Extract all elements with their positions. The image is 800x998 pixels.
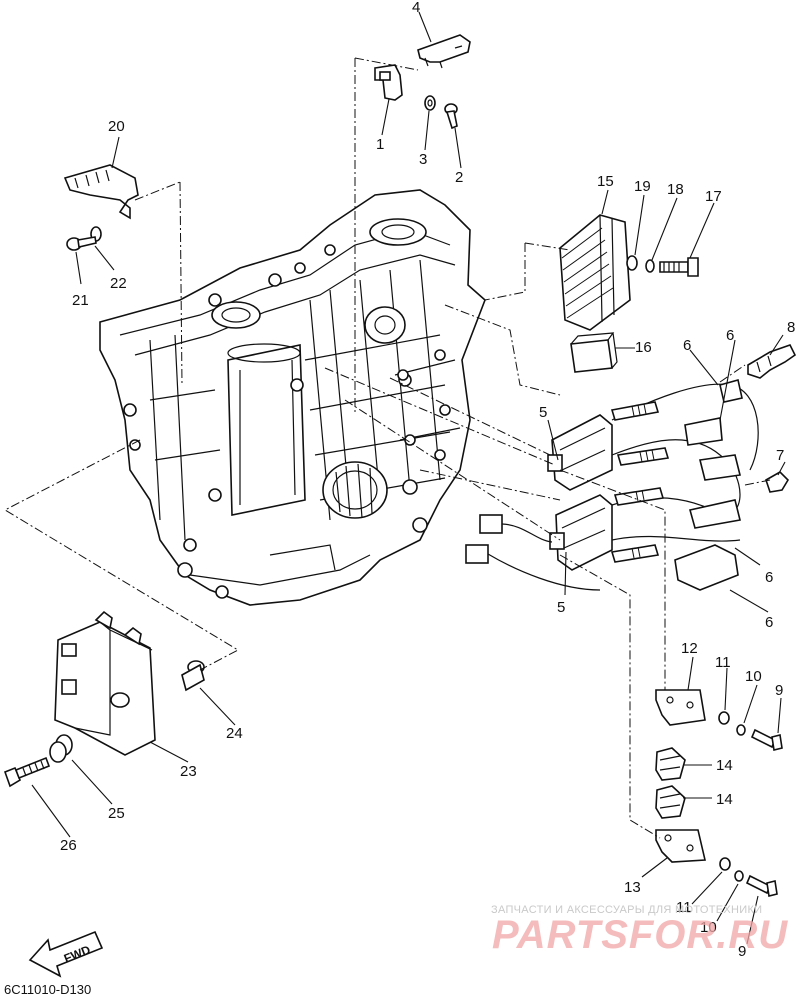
part-26-bolt [3, 756, 51, 788]
callout-labels: 4 1 3 2 20 22 21 15 19 18 17 16 5 5 6 6 … [60, 0, 795, 960]
callout-label: 1 [376, 136, 384, 153]
part-11-washer-lower [719, 857, 731, 871]
callout-label: 23 [180, 763, 197, 780]
part-14-holder-upper [655, 747, 686, 781]
callout-label: 9 [775, 682, 783, 699]
part-21-bolt [66, 236, 97, 251]
watermark-logo: PARTSFOR.RU [492, 913, 789, 957]
cylinder-block [99, 189, 486, 606]
callout-label: 8 [787, 319, 795, 336]
callout-label: 9 [738, 943, 746, 960]
part-16-cover [570, 332, 618, 373]
callout-label: 7 [776, 447, 784, 464]
part-10-washer-upper [736, 724, 746, 736]
part-6-spark-plug-leads [611, 379, 759, 591]
part-2-bolt [444, 103, 458, 130]
callout-label: 4 [412, 0, 420, 16]
callout-label: 6 [683, 337, 691, 354]
callout-label: 25 [108, 805, 125, 822]
part-19-washer [626, 255, 638, 271]
callout-label: 5 [539, 404, 547, 421]
callout-label: 17 [705, 188, 722, 205]
part-20-bracket-cover [63, 164, 139, 220]
part-14-holder-lower [655, 785, 686, 819]
part-1-clamp [374, 64, 403, 101]
callout-label: 6 [726, 327, 734, 344]
spark-plugs [610, 401, 670, 563]
callout-label: 11 [676, 899, 692, 916]
callout-label: 11 [715, 654, 731, 671]
watermark-caption: ЗАПЧАСТИ И АКСЕССУАРЫ ДЛЯ МОТОТЕХНИКИ [491, 904, 763, 916]
part-10-washer-lower [734, 870, 744, 882]
callout-label: 14 [716, 757, 733, 774]
callout-label: 10 [745, 668, 762, 685]
callout-label: 16 [635, 339, 652, 356]
coil-connectors [465, 514, 601, 591]
callout-label: 2 [455, 169, 463, 186]
part-8-clip [747, 344, 797, 379]
part-5-ignition-coil-upper [547, 414, 613, 491]
reference-lines [3, 57, 771, 839]
diagram-code: 6C11010-D130 [4, 982, 92, 997]
callout-label: 12 [681, 640, 698, 657]
callout-label: 6 [765, 569, 773, 586]
part-25-grommet [181, 660, 205, 692]
part-12-bracket [655, 689, 706, 726]
callout-label: 22 [110, 275, 127, 292]
callout-label: 24 [226, 725, 243, 742]
callout-label: 10 [700, 919, 717, 936]
part-18-washer [645, 259, 655, 273]
callout-label: 21 [72, 292, 89, 309]
part-7-clip [765, 471, 790, 493]
part-13-bracket [655, 829, 706, 863]
callout-label: 14 [716, 791, 733, 808]
part-5-ignition-coil-lower [549, 494, 613, 571]
callout-label: 19 [634, 178, 651, 195]
callout-label: 6 [765, 614, 773, 631]
callout-label: 15 [597, 173, 614, 190]
callout-label: 18 [667, 181, 684, 198]
part-11-washer-upper [718, 711, 730, 725]
part-3-washer [424, 95, 436, 111]
part-17-bolt [659, 257, 699, 277]
part-23-cdi-unit [54, 610, 156, 756]
callout-label: 3 [419, 151, 427, 168]
part-9-bolt-upper [750, 728, 783, 751]
part-24-grommet [49, 734, 73, 763]
part-4-connector-bracket [417, 34, 471, 69]
callout-label: 26 [60, 837, 77, 854]
part-15-rectifier-regulator [559, 214, 631, 331]
leader-lines [31, 11, 786, 945]
callout-label: 20 [108, 118, 125, 135]
part-9-bolt-lower [745, 874, 778, 897]
callout-label: 5 [557, 599, 565, 616]
callout-label: 13 [624, 879, 641, 896]
fwd-arrow-icon: FWD [28, 930, 104, 978]
